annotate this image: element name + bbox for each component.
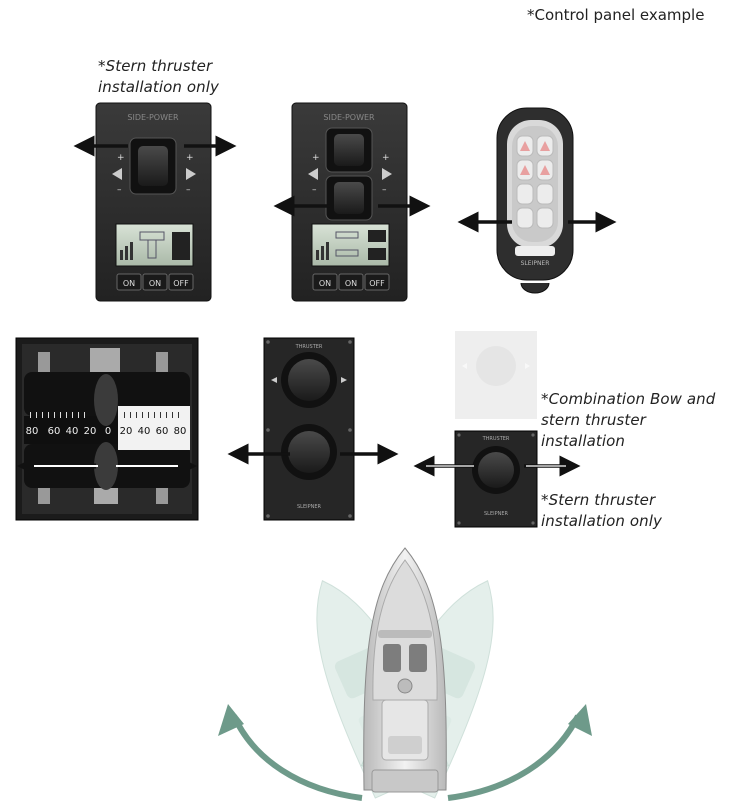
- dual-lever-panel: 80 60 40 20 0 20 40 60 80: [15, 337, 199, 521]
- right-indicator-icon: [186, 168, 196, 180]
- left-indicator-icon: [112, 168, 122, 180]
- off-button: OFF: [369, 279, 385, 288]
- thruster-label: THRUSTER: [295, 344, 323, 350]
- combination-bow-stern-note: *Combination Bow and stern thruster inst…: [541, 390, 716, 450]
- dual-joystick-panel: THRUSTER SLEIPNER: [263, 337, 355, 521]
- svg-text:–: –: [117, 185, 122, 195]
- on-button-2: ON: [149, 279, 161, 288]
- turn-arrow-right-icon: [447, 714, 581, 801]
- stern-thruster-note-bottom: *Stern thruster installation only: [541, 491, 663, 530]
- sleipner-brand-label: SLEIPNER: [521, 260, 550, 267]
- on-button-1: ON: [319, 279, 331, 288]
- svg-text:+: +: [312, 153, 320, 163]
- single-touch-panel: SIDE-POWER + – + – ON ON OFF: [95, 102, 212, 302]
- thruster-label: THRUSTER: [482, 436, 510, 442]
- svg-text:40: 40: [66, 426, 79, 437]
- wireless-remote: SLEIPNER: [496, 107, 574, 294]
- panel-buttons: ON ON OFF: [312, 273, 390, 291]
- svg-text:–: –: [312, 185, 317, 195]
- scale-labels: 80 60 40 20 0 20 40 60 80: [26, 426, 187, 437]
- lever-knob-bottom: [94, 442, 118, 490]
- dual-touch-panel: SIDE-POWER + – + – ON ON OFF: [291, 102, 408, 302]
- svg-text:+: +: [382, 153, 390, 163]
- svg-text:+: +: [186, 153, 194, 163]
- side-power-brand-label: SIDE-POWER: [323, 113, 375, 122]
- svg-text:20: 20: [84, 426, 97, 437]
- stern-thruster-note-top: *Stern thruster installation only: [98, 57, 220, 96]
- sleipner-brand-label: SLEIPNER: [484, 511, 509, 517]
- on-button-1: ON: [123, 279, 135, 288]
- sleipner-brand-label: SLEIPNER: [297, 504, 322, 510]
- boat-main: [363, 547, 447, 793]
- svg-text:80: 80: [174, 426, 187, 437]
- panel-buttons: ON ON OFF: [116, 273, 194, 291]
- lever-knob-top: [94, 374, 118, 426]
- svg-text:0: 0: [105, 426, 111, 437]
- svg-text:60: 60: [156, 426, 169, 437]
- boat-turning-illustration: [218, 547, 592, 801]
- side-power-brand-label: SIDE-POWER: [127, 113, 179, 122]
- svg-text:80: 80: [26, 426, 39, 437]
- on-button-2: ON: [345, 279, 357, 288]
- combination-panel: THRUSTER SLEIPNER: [454, 331, 538, 528]
- svg-text:–: –: [382, 185, 387, 195]
- svg-text:20: 20: [120, 426, 133, 437]
- off-button: OFF: [173, 279, 189, 288]
- svg-text:–: –: [186, 185, 191, 195]
- control-panel-example-note: *Control panel example: [527, 6, 705, 24]
- svg-text:40: 40: [138, 426, 151, 437]
- turn-arrow-left-icon: [231, 714, 363, 801]
- svg-text:60: 60: [48, 426, 61, 437]
- svg-text:+: +: [117, 153, 125, 163]
